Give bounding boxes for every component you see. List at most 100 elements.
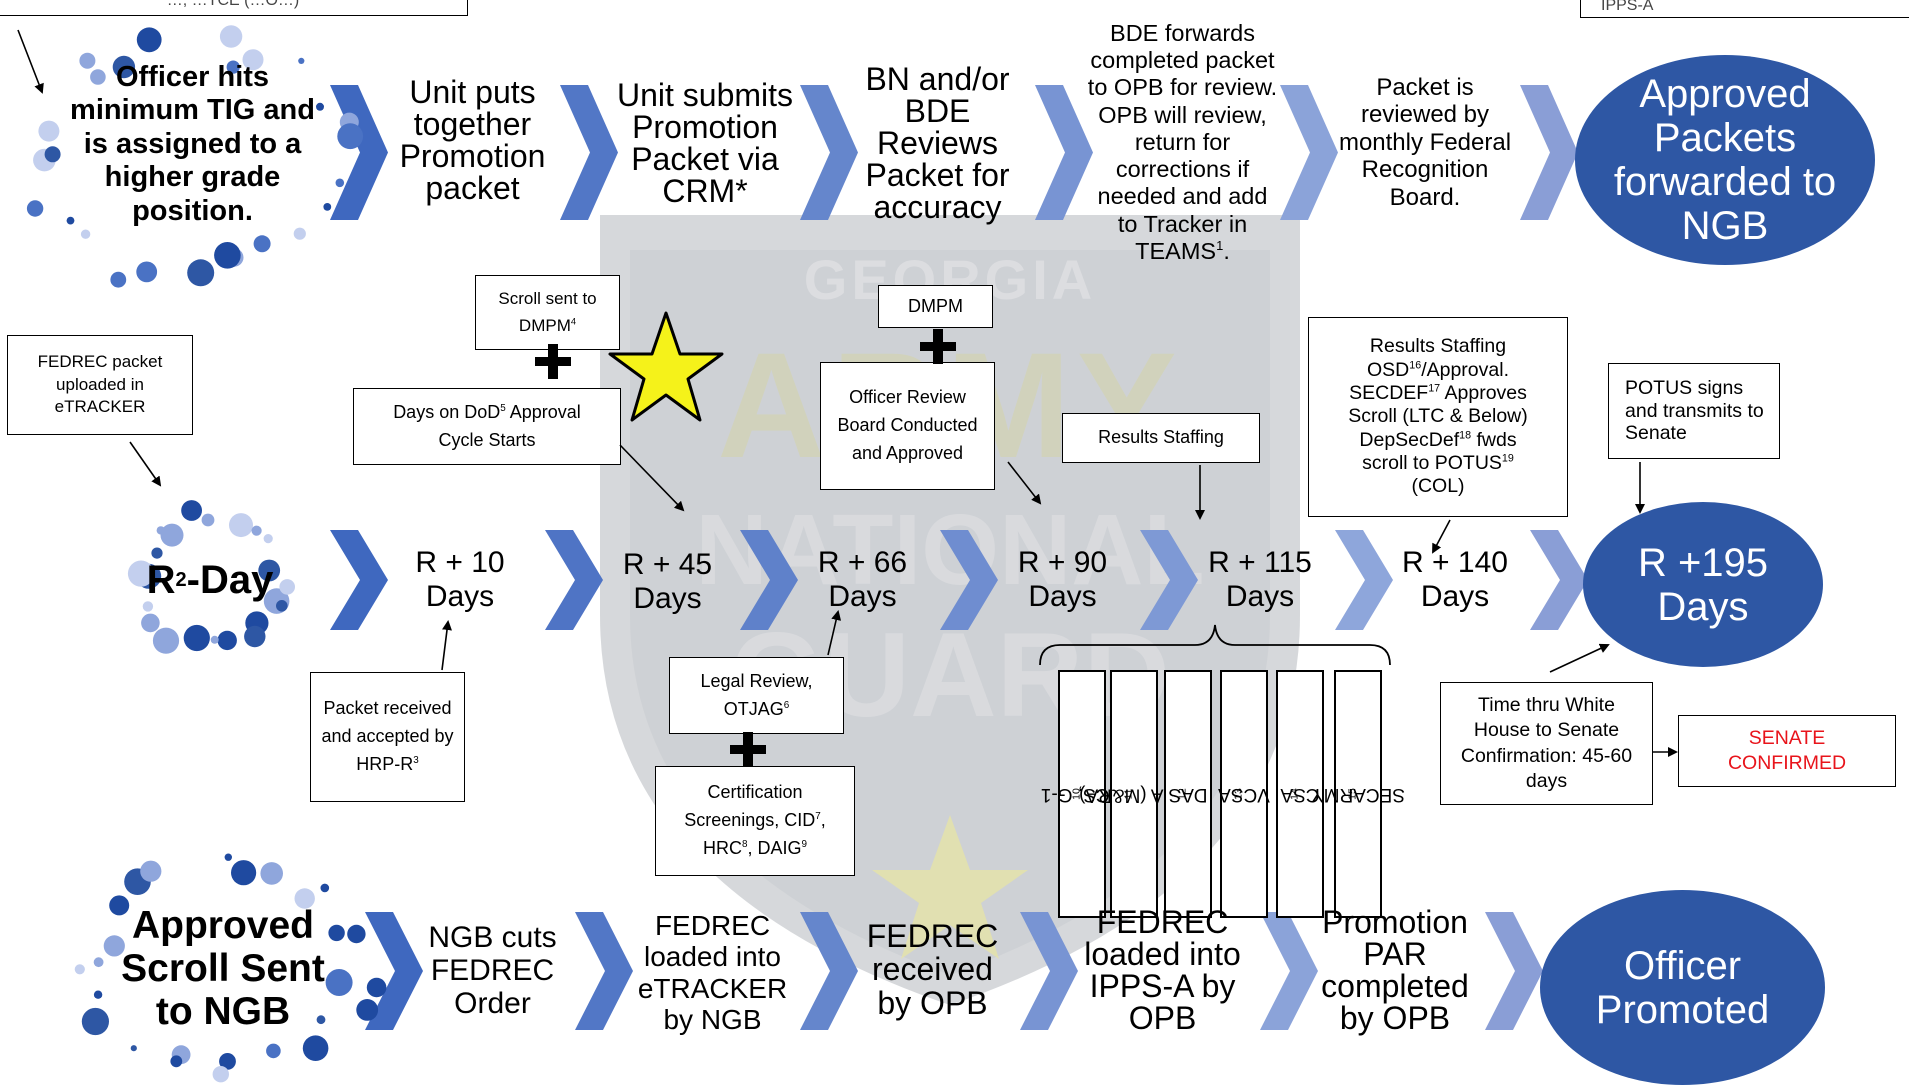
dot-shape — [170, 1055, 183, 1068]
dot-shape — [224, 853, 232, 861]
row1-step1: Unit puts together Promotion packet — [399, 74, 546, 206]
potus-text: POTUS signs and transmits to Senate — [1625, 377, 1764, 445]
dot-shape — [38, 120, 60, 142]
chevron-icon — [1035, 85, 1093, 220]
rs-line-2b: /Approval. — [1421, 358, 1509, 381]
row1-step2: Unit submits Promotion Packet via CRM* — [616, 76, 794, 209]
dot-shape — [244, 625, 266, 648]
dot-shape — [187, 259, 215, 287]
dod-cycle-text-a: Days on DoD — [393, 401, 501, 422]
fedrec-packet-text: FEDREC packet uploaded in eTRACKER — [37, 351, 163, 417]
legal-review-sup: 6 — [783, 699, 790, 711]
packet-received-sup: 3 — [413, 754, 419, 766]
dot-shape — [258, 559, 281, 582]
rs-line-5a: DepSecDef — [1359, 428, 1460, 451]
officer-review-board-note: Officer Review Board Conducted and Appro… — [820, 362, 995, 490]
dod-cycle-text-b: Approval Cycle Starts — [438, 401, 581, 450]
dot-shape — [214, 242, 241, 269]
certification-text-b: , HRC — [702, 810, 826, 858]
dot-shape — [217, 630, 237, 651]
results-staffing-osd-note: Results Staffing OSD16/Approval. SECDEF1… — [1308, 317, 1568, 517]
certification-sup-1: 7 — [815, 811, 821, 823]
dot-shape — [279, 579, 296, 595]
scroll-sent-text: Scroll sent to DMPM — [498, 289, 597, 335]
legal-review-text: Legal Review, OTJAG — [700, 670, 813, 719]
scroll-sent-sup: 4 — [570, 315, 577, 326]
milestone-r45-a: R + 45 — [622, 548, 713, 582]
dot-shape — [226, 60, 240, 74]
chevron-icon — [1140, 530, 1198, 630]
rs-line-3b: Approves — [1440, 381, 1527, 404]
certification-text-c: , DAIG — [747, 837, 802, 858]
dot-shape — [266, 1043, 281, 1059]
row3-step5: Promotion PAR completed by OPB — [1321, 904, 1469, 1036]
certification-note: Certification Screenings, CID7, HRC8, DA… — [655, 766, 855, 876]
milestone-r10-b: Days — [425, 579, 495, 613]
row1-step4-sup: 1 — [1216, 238, 1224, 254]
dot-shape — [293, 227, 306, 240]
dot-shape — [160, 523, 184, 547]
dot-shape — [316, 102, 324, 111]
certification-text-a: Certification Screenings, CID — [684, 782, 816, 831]
dot-shape — [109, 895, 130, 916]
dot-shape — [110, 271, 127, 288]
dot-shape — [302, 1035, 329, 1061]
row1-step4: BDE forwards completed packet to OPB for… — [1085, 5, 1280, 280]
rs-line-2a: OSD — [1366, 358, 1410, 381]
official-asa-mra: ASA (M&RA)11 — [1079, 670, 1189, 918]
dot-shape — [356, 999, 379, 1021]
row1-step4-main: BDE forwards completed packet to OPB for… — [1087, 19, 1278, 264]
chevron-icon — [575, 912, 633, 1030]
row1-step4-end: . — [1223, 237, 1230, 264]
rs-line-2s: 16 — [1409, 359, 1422, 372]
top-left-text: …, …TCE (…O…) — [166, 0, 300, 9]
packet-received-note: Packet received and accepted by HRP-R3 — [310, 672, 465, 802]
dot-shape — [260, 862, 284, 885]
chevron-icon — [330, 530, 388, 630]
dot-shape — [263, 534, 273, 544]
packet-received-text: Packet received and accepted by HRP-R — [321, 698, 454, 774]
dot-shape — [242, 49, 264, 71]
chevron-icon — [1260, 912, 1318, 1030]
dot-shape — [152, 627, 180, 654]
row1-step5: Packet is reviewed by monthly Federal Re… — [1338, 73, 1512, 211]
milestone-r66-a: R + 66 — [817, 545, 908, 579]
dot-shape — [136, 27, 162, 53]
official-label: SECARMY — [1311, 784, 1405, 805]
dot-shape — [130, 1045, 137, 1052]
milestone-r66-b: Days — [828, 579, 897, 613]
milestone-r195-ellipse: R +195 Days — [1583, 502, 1823, 667]
dod-cycle-note: Days on DoD5 Approval Cycle Starts — [353, 388, 621, 465]
dot-shape — [201, 513, 215, 527]
dot-shape — [80, 229, 91, 239]
dot-shape — [93, 990, 103, 999]
top-right-box: IPPS-A — [1580, 0, 1909, 18]
senate-confirmed-text: SENATE CONFIRMED — [1727, 726, 1847, 774]
chevron-icon — [560, 85, 618, 220]
dot-shape — [298, 57, 305, 64]
row3-end-text: Officer Promoted — [1595, 943, 1770, 1032]
official-label: VCSA — [1218, 784, 1270, 805]
dot-shape — [103, 935, 125, 957]
dot-shape — [335, 178, 345, 188]
dot-shape — [347, 924, 366, 944]
row1-step3: BN and/or BDE Reviews Packet for accurac… — [865, 60, 1010, 225]
top-left-box: …, …TCE (…O…) — [0, 0, 468, 16]
row3-start-text: Approved Scroll Sent to NGB — [121, 904, 325, 1033]
row1-start-text: Officer hits minimum TIG and is assigned… — [70, 61, 315, 227]
rs-line-5s: 18 — [1459, 429, 1472, 442]
milestone-r10-a: R + 10 — [415, 545, 505, 579]
milestone-r140-a: R + 140 — [1402, 545, 1508, 579]
dot-shape — [219, 25, 243, 48]
chevron-icon — [1020, 912, 1078, 1030]
dot-shape — [79, 52, 96, 69]
dot-shape — [66, 216, 75, 225]
